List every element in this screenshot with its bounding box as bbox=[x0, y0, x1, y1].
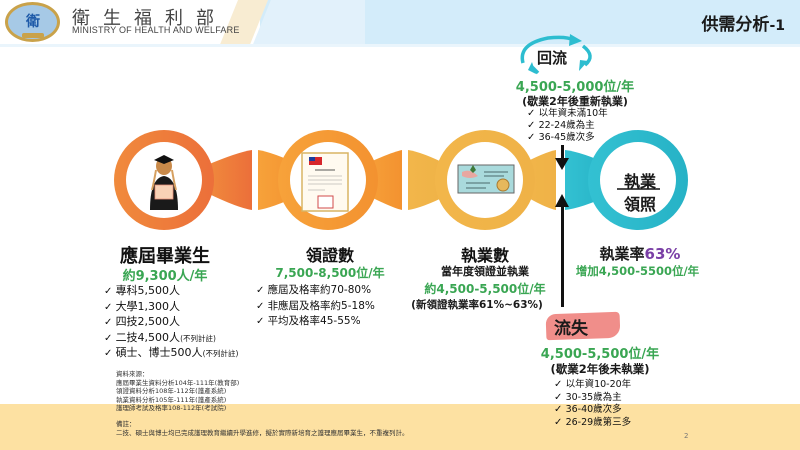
footnotes: 備註： 二技、碩士與博士均已完成護理教育繼續升學進修，擬於實際新培育之護理應屆畢… bbox=[116, 420, 409, 437]
list-item: 二技4,500人(不列計註) bbox=[104, 331, 238, 347]
return-flow-list: 以年資未滿10年 22-24歲為主 36-45歲次多 bbox=[527, 108, 608, 144]
list-item: 非應屆及格率約5-18% bbox=[256, 299, 375, 315]
list-item: 30-35歲為主 bbox=[554, 392, 631, 405]
return-flow-label: 回流 bbox=[537, 49, 568, 67]
loss-flow-list: 以年資10-20年 30-35歲為主 36-40歲次多 26-29歲第三多 bbox=[554, 379, 632, 430]
ratio-denominator: 領照 bbox=[623, 195, 656, 214]
org-name-en: MINISTRY OF HEALTH AND WELFARE bbox=[72, 25, 240, 35]
stage3-value: 約4,500-5,500位/年 bbox=[424, 282, 546, 296]
stage2-list: 應屆及格率約70-80% 非應屆及格率約5-18% 平均及格率45-55% bbox=[256, 283, 375, 330]
loss-flow-desc: (歇業2年後未執業) bbox=[550, 362, 650, 376]
notes-heading: 備註： bbox=[116, 420, 136, 428]
employment-rate: 執業率63% bbox=[585, 243, 695, 264]
list-item: 應屆及格率約70-80% bbox=[256, 283, 375, 299]
return-arrow-down-icon bbox=[555, 145, 569, 170]
data-sources: 資料來源： 應屆畢業生資料分析104年-111年(教育部) 領證資料分析108年… bbox=[116, 370, 239, 413]
stage4-ring bbox=[565, 130, 688, 230]
stage1-title: 應屆畢業生 bbox=[120, 246, 210, 267]
stage2-title: 領證數 bbox=[305, 246, 354, 265]
list-item: 碩士、博士500人(不列計註) bbox=[104, 346, 239, 362]
header-decor-light bbox=[290, 0, 365, 44]
page-title-text: 供需分析 bbox=[701, 15, 770, 35]
list-item: 以年資10-20年 bbox=[554, 379, 632, 392]
stage3-rate-note: (新領證執業率61%~63%) bbox=[411, 299, 543, 311]
stage1-list: 專科5,500人 大學1,300人 四技2,500人 二技4,500人(不列計註… bbox=[104, 284, 239, 362]
return-flow-desc: (歇業2年後重新執業) bbox=[522, 95, 628, 108]
graduate-icon bbox=[150, 155, 178, 210]
return-flow-value: 4,500-5,000位/年 bbox=[515, 80, 635, 95]
list-item: 22-24歲為主 bbox=[527, 120, 608, 132]
ministry-logo-icon: 衛 bbox=[5, 2, 60, 42]
stage3-title: 執業數 bbox=[460, 246, 509, 265]
page-title-suffix: -1 bbox=[769, 18, 785, 34]
return-cycle-icon bbox=[520, 34, 592, 75]
source-line: 領證資料分析108年-112年(護產系統) bbox=[116, 387, 227, 395]
notes-text: 二技、碩士與博士均已完成護理教育繼續升學進修，擬於實際新培育之護理應屆畢業生，不… bbox=[116, 428, 409, 437]
employment-increase: 增加4,500-5500位/年 bbox=[575, 264, 700, 278]
list-item: 以年資未滿10年 bbox=[527, 108, 608, 120]
loss-arrow-up-icon bbox=[555, 194, 569, 307]
ratio-numerator: 執業 bbox=[623, 172, 656, 191]
practice-card-icon bbox=[457, 164, 515, 194]
loss-flow-value: 4,500-5,500位/年 bbox=[540, 347, 660, 362]
header-divider bbox=[0, 44, 800, 47]
sources-heading: 資料來源： bbox=[116, 370, 149, 378]
stage3-subtitle: 當年度領證並執業 bbox=[441, 265, 529, 278]
header-bar: 衛 衛生福利部 MINISTRY OF HEALTH AND WELFARE 供… bbox=[0, 0, 800, 44]
list-item: 26-29歲第三多 bbox=[554, 417, 632, 430]
logo-base bbox=[22, 33, 44, 38]
stage1-value: 約9,300人/年 bbox=[122, 269, 208, 284]
rate-label: 執業率 bbox=[599, 245, 645, 263]
license-certificate-icon bbox=[301, 152, 349, 212]
list-item: 四技2,500人 bbox=[104, 315, 238, 331]
list-item: 36-40歲次多 bbox=[554, 404, 631, 417]
list-item: 大學1,300人 bbox=[104, 300, 238, 316]
stage2-value: 7,500-8,500位/年 bbox=[275, 266, 385, 280]
rate-value: 63% bbox=[644, 245, 681, 263]
list-item: 36-45歲次多 bbox=[527, 132, 608, 144]
list-item: 平均及格率45-55% bbox=[256, 314, 375, 330]
org-name-cn: 衛生福利部 bbox=[72, 8, 227, 29]
footer-band bbox=[0, 404, 800, 450]
loss-flow-label: 流失 bbox=[554, 319, 588, 339]
list-item: 專科5,500人 bbox=[104, 284, 238, 300]
stage1-ring bbox=[114, 130, 252, 230]
source-line: 執業資料分析105年-111年(護產系統) bbox=[116, 395, 227, 404]
source-line: 應屆畢業生資料分析104年-111年(教育部) bbox=[116, 378, 240, 387]
source-line: 護理師考試及格率108-112年(考試院) bbox=[116, 404, 227, 412]
logo-glyph: 衛 bbox=[26, 14, 40, 30]
page-title: 供需分析-1 bbox=[701, 10, 785, 35]
page-number: 2 bbox=[684, 432, 689, 440]
